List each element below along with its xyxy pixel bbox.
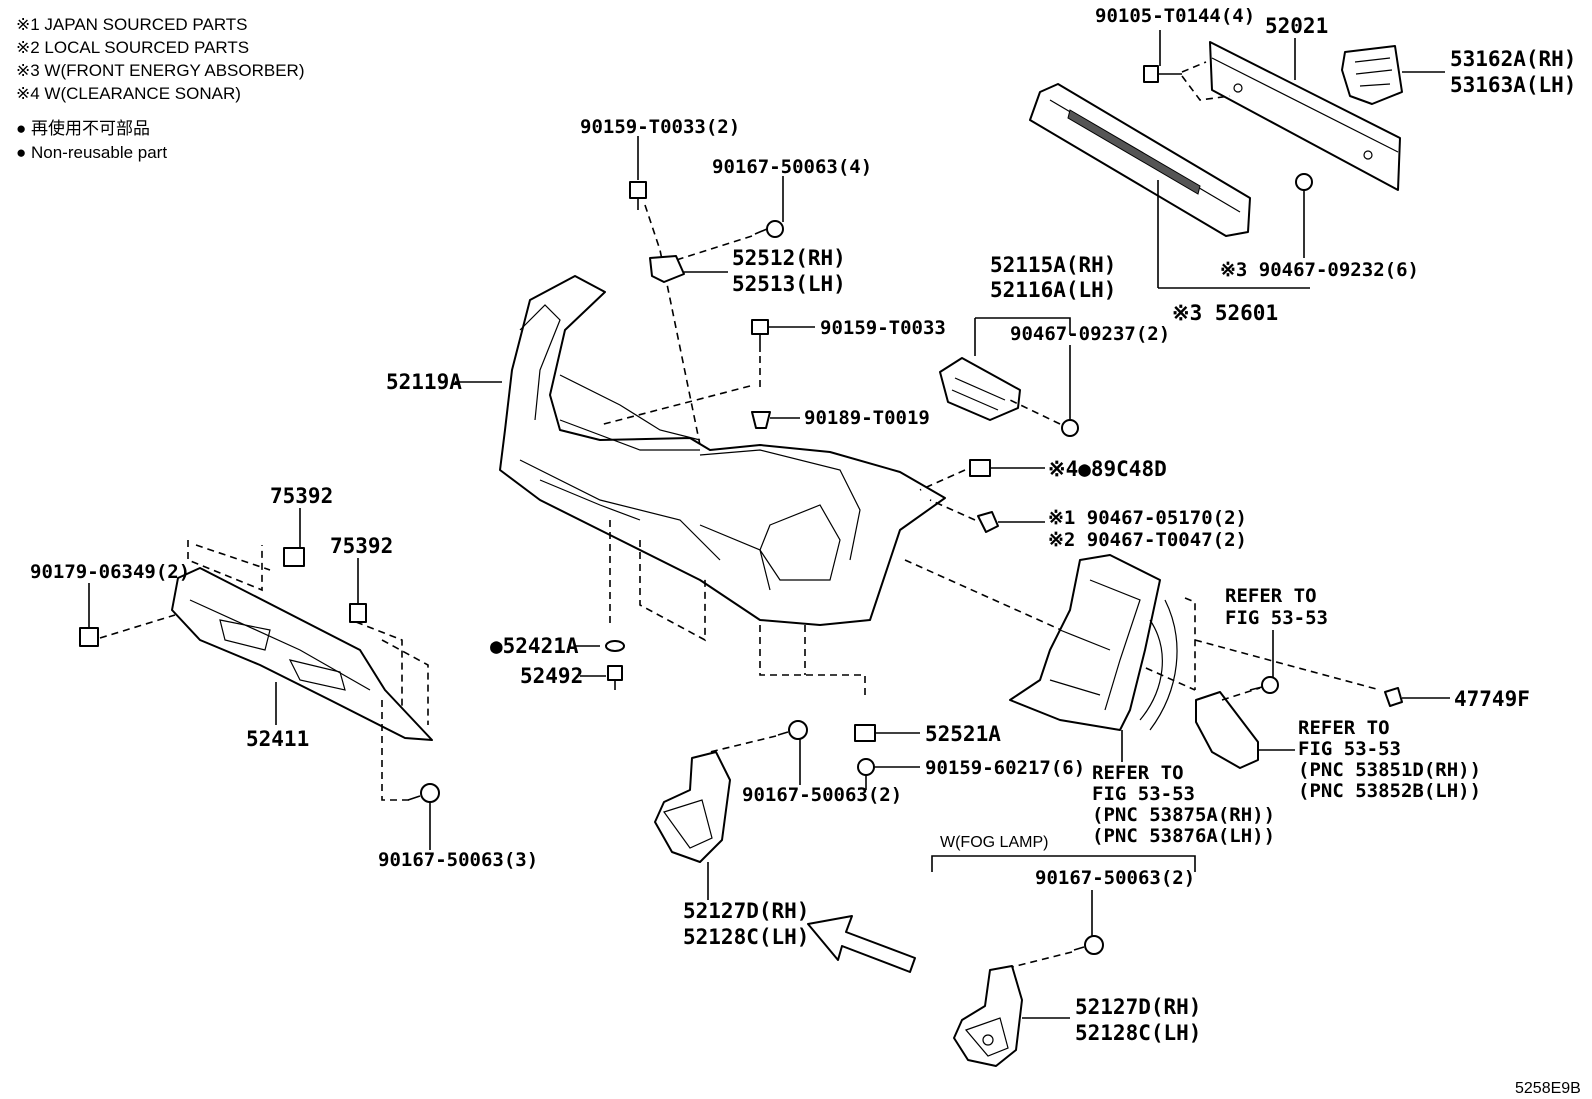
label-52512: 52512(RH) xyxy=(732,246,846,270)
legend-nonreusable-en: ● Non-reusable part xyxy=(16,143,167,162)
legend-nonreusable-jp: ● 再使用不可部品 xyxy=(16,118,150,138)
clip-47749f xyxy=(1384,687,1450,707)
label-90105-t0144: 90105-T0144(4) xyxy=(1095,5,1255,27)
energy-absorber-52601 xyxy=(1029,83,1310,289)
bolt-90167-50063-fog xyxy=(999,890,1104,971)
label-refer-to-3b: FIG 53-53 xyxy=(1092,783,1195,805)
label-fog-lamp: W(FOG LAMP) xyxy=(940,834,1048,851)
label-52128c-a: 52128C(LH) xyxy=(683,925,809,949)
nut-52521a xyxy=(854,724,920,742)
bolt-90105 xyxy=(1143,30,1231,101)
label-refer-to-2a: REFER TO xyxy=(1298,717,1390,739)
label-90179-06349: 90179-06349(2) xyxy=(30,561,190,583)
label-90159-t0033: 90159-T0033 xyxy=(820,317,946,339)
clip-90159-t0033-b xyxy=(751,319,815,352)
label-52411: 52411 xyxy=(246,727,309,751)
label-52492: 52492 xyxy=(520,664,583,688)
clip-75392-b xyxy=(349,558,367,623)
legend-note-2: ※2 LOCAL SOURCED PARTS xyxy=(16,38,249,57)
label-90467-09237: 90467-09237(2) xyxy=(1010,323,1170,345)
bracket-53162a xyxy=(1341,45,1445,105)
label-90467-09232: ※3 90467-09232(6) xyxy=(1220,259,1419,281)
clip-75392-a xyxy=(283,508,305,567)
label-90159-60217: 90159-60217(6) xyxy=(925,757,1085,779)
clip-90159-t0033-a xyxy=(629,136,701,446)
mudguard-plate xyxy=(1195,687,1295,769)
legend-note-1: ※1 JAPAN SOURCED PARTS xyxy=(16,15,248,34)
mudguard-52127d-b xyxy=(953,965,1070,1067)
label-75392-b: 75392 xyxy=(330,534,393,558)
clip-52492 xyxy=(580,665,623,690)
label-89c48d: ※4●89C48D xyxy=(1048,457,1167,481)
label-90467-05170: ※1 90467-05170(2) xyxy=(1048,507,1247,529)
label-refer-to-1b: FIG 53-53 xyxy=(1225,607,1328,629)
label-pnc-53852b: (PNC 53852B(LH)) xyxy=(1298,780,1481,802)
label-90167-50063-2-fog: 90167-50063(2) xyxy=(1035,867,1195,889)
label-90167-50063-2: 90167-50063(2) xyxy=(742,784,902,806)
label-52127d-b: 52127D(RH) xyxy=(1075,995,1201,1019)
label-52601: ※3 52601 xyxy=(1172,301,1278,325)
mudguard-52127d-a xyxy=(654,751,731,900)
label-90467-t0047: ※2 90467-T0047(2) xyxy=(1048,529,1247,551)
label-90189-t0019: 90189-T0019 xyxy=(804,407,930,429)
legend-note-3: ※3 W(FRONT ENERGY ABSORBER) xyxy=(16,61,305,80)
direction-arrow xyxy=(807,915,916,973)
reinforcement-52021 xyxy=(1209,41,1401,191)
label-90167-50063-3: 90167-50063(3) xyxy=(378,849,538,871)
label-90167-50063-4: 90167-50063(4) xyxy=(712,156,872,178)
clip-refer-1 xyxy=(1249,630,1279,694)
bracket-52512 xyxy=(649,255,728,283)
bolt-90167-50063-4 xyxy=(669,176,784,263)
nut-90179-06349 xyxy=(79,583,176,647)
label-52513: 52513(LH) xyxy=(732,272,846,296)
label-pnc-53851d: (PNC 53851D(RH)) xyxy=(1298,759,1481,781)
retainer-52115a xyxy=(939,317,1071,421)
clip-90189-t0019 xyxy=(599,385,800,429)
label-52521a: 52521A xyxy=(925,722,1001,746)
label-pnc-53875a: (PNC 53875A(RH)) xyxy=(1092,804,1275,826)
bolt-90159-60217 xyxy=(857,758,920,790)
label-52119a: 52119A xyxy=(386,370,462,394)
label-pnc-53876a: (PNC 53876A(LH)) xyxy=(1092,825,1275,847)
bumper-cover-52119a xyxy=(455,275,946,626)
label-53163a: 53163A(LH) xyxy=(1450,73,1576,97)
label-52115a: 52115A(RH) xyxy=(990,253,1116,277)
label-52127d-a: 52127D(RH) xyxy=(683,899,809,923)
bolt-90467-09237 xyxy=(1009,345,1079,437)
label-52116a: 52116A(LH) xyxy=(990,278,1116,302)
bolt-90167-50063-3 xyxy=(407,783,440,850)
bolt-90467-09232 xyxy=(1295,173,1313,258)
figure-code: 5258E9B xyxy=(1515,1080,1581,1097)
label-52021: 52021 xyxy=(1265,14,1328,38)
label-90159-t0033-2: 90159-T0033(2) xyxy=(580,116,740,138)
label-53162a: 53162A(RH) xyxy=(1450,47,1576,71)
bolt-90167-50063-2 xyxy=(709,720,808,785)
legend: ※1 JAPAN SOURCED PARTS ※2 LOCAL SOURCED … xyxy=(16,15,305,162)
label-52128c-b: 52128C(LH) xyxy=(1075,1021,1201,1045)
label-52421a: ●52421A xyxy=(490,634,579,658)
clip-90467-05170 xyxy=(929,499,1045,533)
label-47749f: 47749F xyxy=(1454,687,1530,711)
fender-liner xyxy=(1009,554,1178,762)
legend-note-4: ※4 W(CLEARANCE SONAR) xyxy=(16,84,241,103)
lower-spoiler-52411 xyxy=(171,567,433,741)
label-refer-to-2b: FIG 53-53 xyxy=(1298,738,1401,760)
label-refer-to-3a: REFER TO xyxy=(1092,762,1184,784)
sonar-89c48d xyxy=(969,459,1045,477)
label-75392-a: 75392 xyxy=(270,484,333,508)
seal-52421a xyxy=(575,640,625,652)
label-refer-to-1a: REFER TO xyxy=(1225,585,1317,607)
